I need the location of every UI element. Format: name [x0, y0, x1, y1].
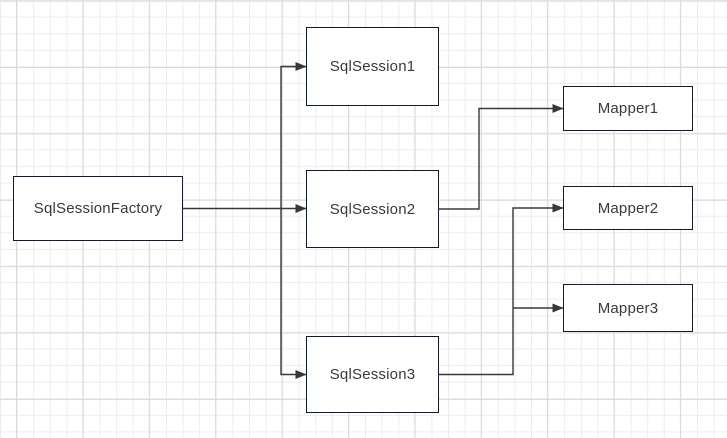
node-label: Mapper3 [597, 299, 659, 317]
node-sqlsession3[interactable]: SqlSession3 [306, 336, 439, 413]
node-label: Mapper2 [597, 199, 659, 217]
node-sqlsession2[interactable]: SqlSession2 [306, 170, 439, 248]
node-mapper2[interactable]: Mapper2 [563, 186, 693, 230]
connector-factory-to-session1[interactable] [280, 62, 307, 209]
node-mapper3[interactable]: Mapper3 [563, 284, 693, 332]
node-label: SqlSessionFactory [33, 200, 163, 217]
node-label: SqlSession2 [329, 200, 416, 218]
connector-session3-to-mapper2[interactable] [439, 203, 564, 376]
connector-factory-to-session3[interactable] [280, 208, 307, 379]
node-sqlsessionfactory[interactable]: SqlSessionFactory [13, 176, 183, 241]
node-label: Mapper1 [597, 100, 659, 117]
node-mapper1[interactable]: Mapper1 [563, 86, 693, 131]
node-sqlsession1[interactable]: SqlSession1 [306, 27, 439, 106]
node-label: SqlSession1 [329, 58, 416, 75]
node-label: SqlSession3 [329, 366, 416, 383]
connector-session2-to-mapper1[interactable] [439, 104, 564, 210]
